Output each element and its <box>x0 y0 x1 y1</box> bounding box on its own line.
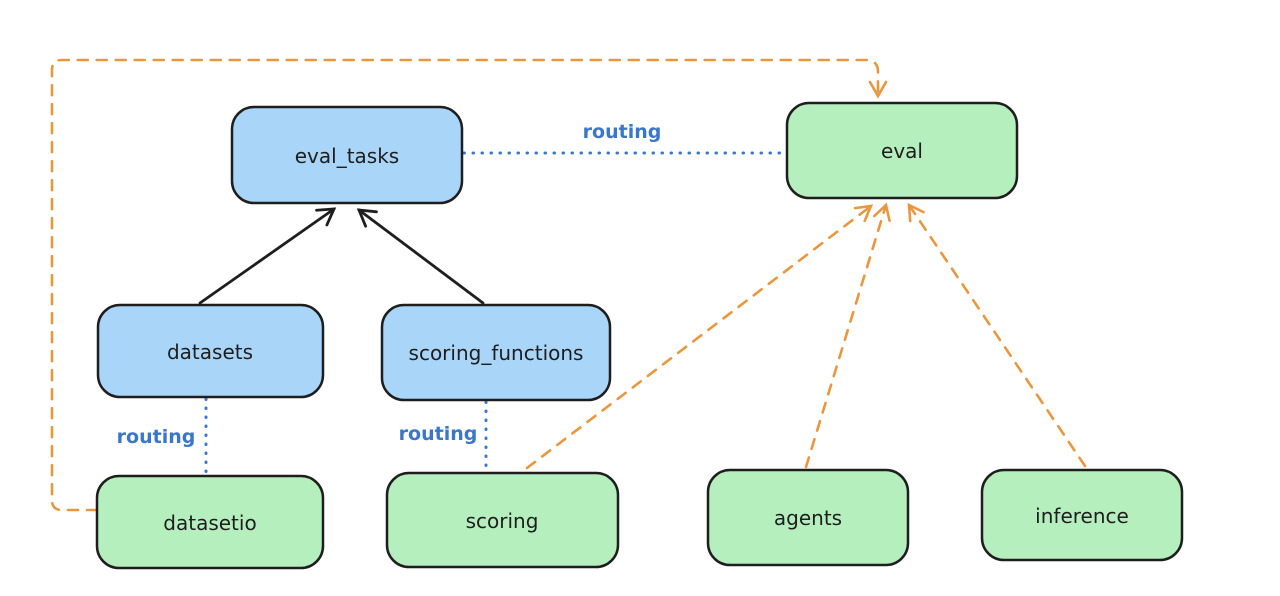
node-agents-box <box>706 468 910 567</box>
node-datasetio-box <box>95 474 325 570</box>
routing-label-eval-tasks-eval: routing <box>583 121 662 143</box>
node-scoring-functions-label: scoring_functions <box>409 341 584 365</box>
routing-label-scoring-functions-scoring: routing <box>399 423 478 445</box>
edge-agents-to-eval <box>804 202 891 469</box>
node-eval-label: eval <box>881 139 923 163</box>
node-eval-box <box>785 101 1019 200</box>
node-eval-tasks-label: eval_tasks <box>295 144 399 168</box>
node-datasetio-label: datasetio <box>163 511 256 535</box>
node-scoring-label: scoring <box>466 509 539 533</box>
edge-scoring-functions-to-eval-tasks <box>356 208 485 305</box>
edge-scoring-to-eval <box>525 204 874 470</box>
node-scoring-functions: scoring_functions <box>380 303 612 402</box>
node-inference-box <box>980 468 1184 562</box>
node-eval-tasks-box <box>230 105 464 205</box>
edge-datasets-to-eval-tasks <box>198 207 337 305</box>
node-eval-tasks: eval_tasks <box>230 105 464 205</box>
node-agents-label: agents <box>774 506 842 530</box>
node-inference-label: inference <box>1035 504 1129 528</box>
node-datasetio: datasetio <box>95 474 325 570</box>
node-scoring: scoring <box>385 471 620 569</box>
edge-datasetio-to-eval <box>50 58 888 512</box>
node-scoring-functions-box <box>380 303 612 402</box>
routing-label-datasets-datasetio: routing <box>117 426 196 448</box>
node-agents: agents <box>706 468 910 567</box>
node-scoring-box <box>385 471 620 569</box>
node-datasets: datasets <box>96 303 325 399</box>
node-datasets-box <box>96 303 325 399</box>
node-datasets-label: datasets <box>167 340 253 364</box>
node-inference: inference <box>980 468 1184 562</box>
node-eval: eval <box>785 101 1019 200</box>
edge-inference-to-eval <box>907 202 1087 468</box>
